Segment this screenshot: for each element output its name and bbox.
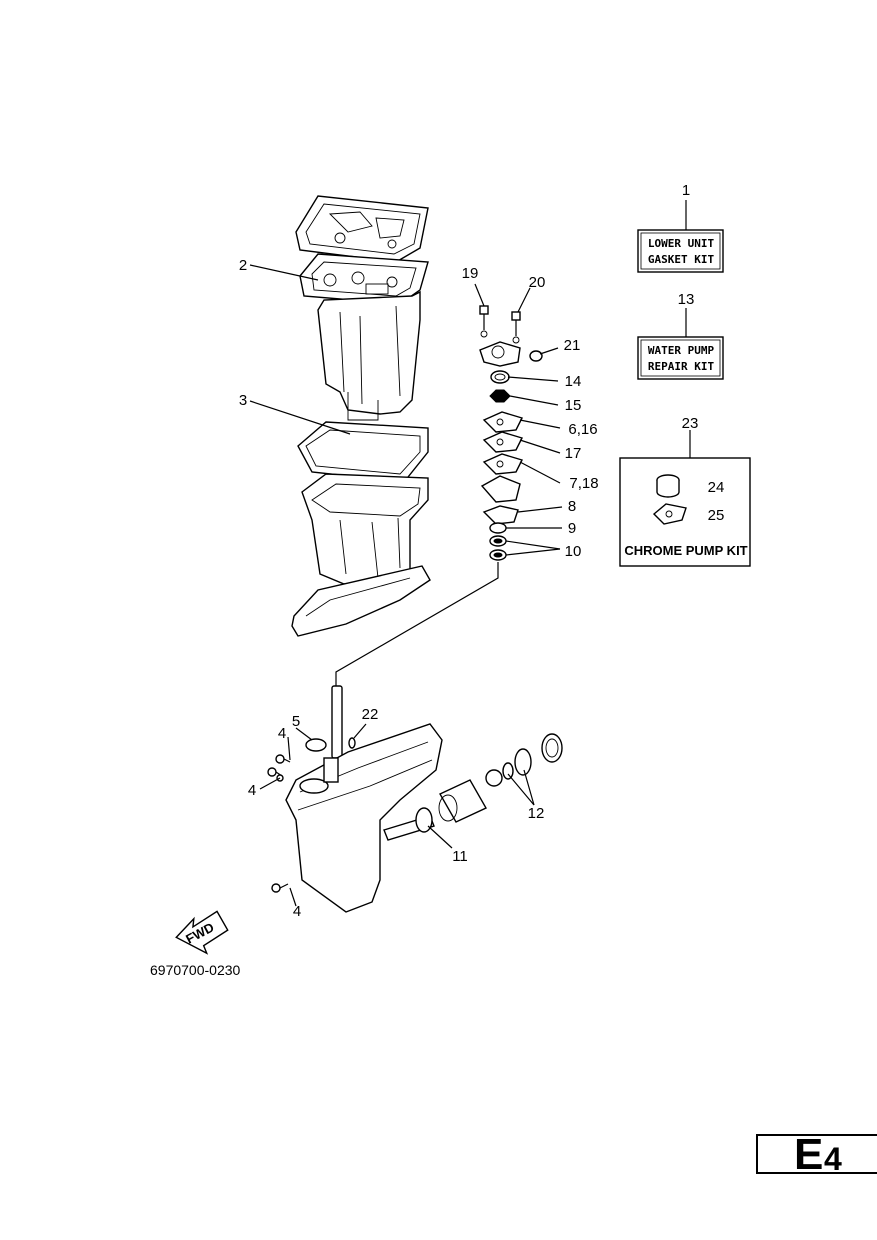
callout-1: 1 [682,182,690,199]
leader-lines [249,200,707,907]
callout-numbers: 1 2 3 4 4 4 5 6,16 7,18 8 9 10 11 12 13 … [239,182,725,920]
callout-5: 5 [292,713,300,730]
callout-24: 24 [708,479,725,496]
callout-14: 14 [565,373,582,390]
callout-12: 12 [528,805,545,822]
page-tag-letter: E [794,1130,823,1179]
pump-kit-line2: REPAIR KIT [648,360,715,373]
chrome-kit-label: CHROME PUMP KIT [624,543,747,558]
callout-20: 20 [529,274,546,291]
gasket-kit-box: LOWER UNIT GASKET KIT [637,229,724,273]
callout-10: 10 [565,543,582,560]
callout-21: 21 [564,337,581,354]
callout-8: 8 [568,498,576,515]
chrome-pump-kit-box: CHROME PUMP KIT [619,457,751,567]
water-pump-kit-box: WATER PUMP REPAIR KIT [637,336,724,380]
water-pump-drawing [335,305,543,686]
callout-15: 15 [565,397,582,414]
callout-25: 25 [708,507,725,524]
gasket-kit-line2: GASKET KIT [648,253,715,266]
callout-6-16: 6,16 [568,421,597,438]
page-tag-number: 4 [824,1141,842,1177]
pump-kit-line1: WATER PUMP [648,344,715,357]
gearcase-drawing [267,685,563,913]
callout-17: 17 [565,445,582,462]
callout-4a: 4 [278,725,286,742]
callout-4b: 4 [248,782,256,799]
callout-9: 9 [568,520,576,537]
callout-3: 3 [239,392,247,409]
callout-7-18: 7,18 [569,475,598,492]
page-tag-box: E 4 [756,1130,877,1179]
callout-4c: 4 [293,903,301,920]
diagram-number: 6970700-0230 [150,962,241,978]
upper-casing-drawing [291,195,431,637]
callout-19: 19 [462,265,479,282]
callout-13: 13 [678,291,695,308]
callout-11: 11 [452,848,468,865]
fwd-arrow: FWD [175,910,229,955]
callout-2: 2 [239,257,247,274]
callout-23: 23 [682,415,699,432]
gasket-kit-line1: LOWER UNIT [648,237,715,250]
callout-22: 22 [362,706,379,723]
